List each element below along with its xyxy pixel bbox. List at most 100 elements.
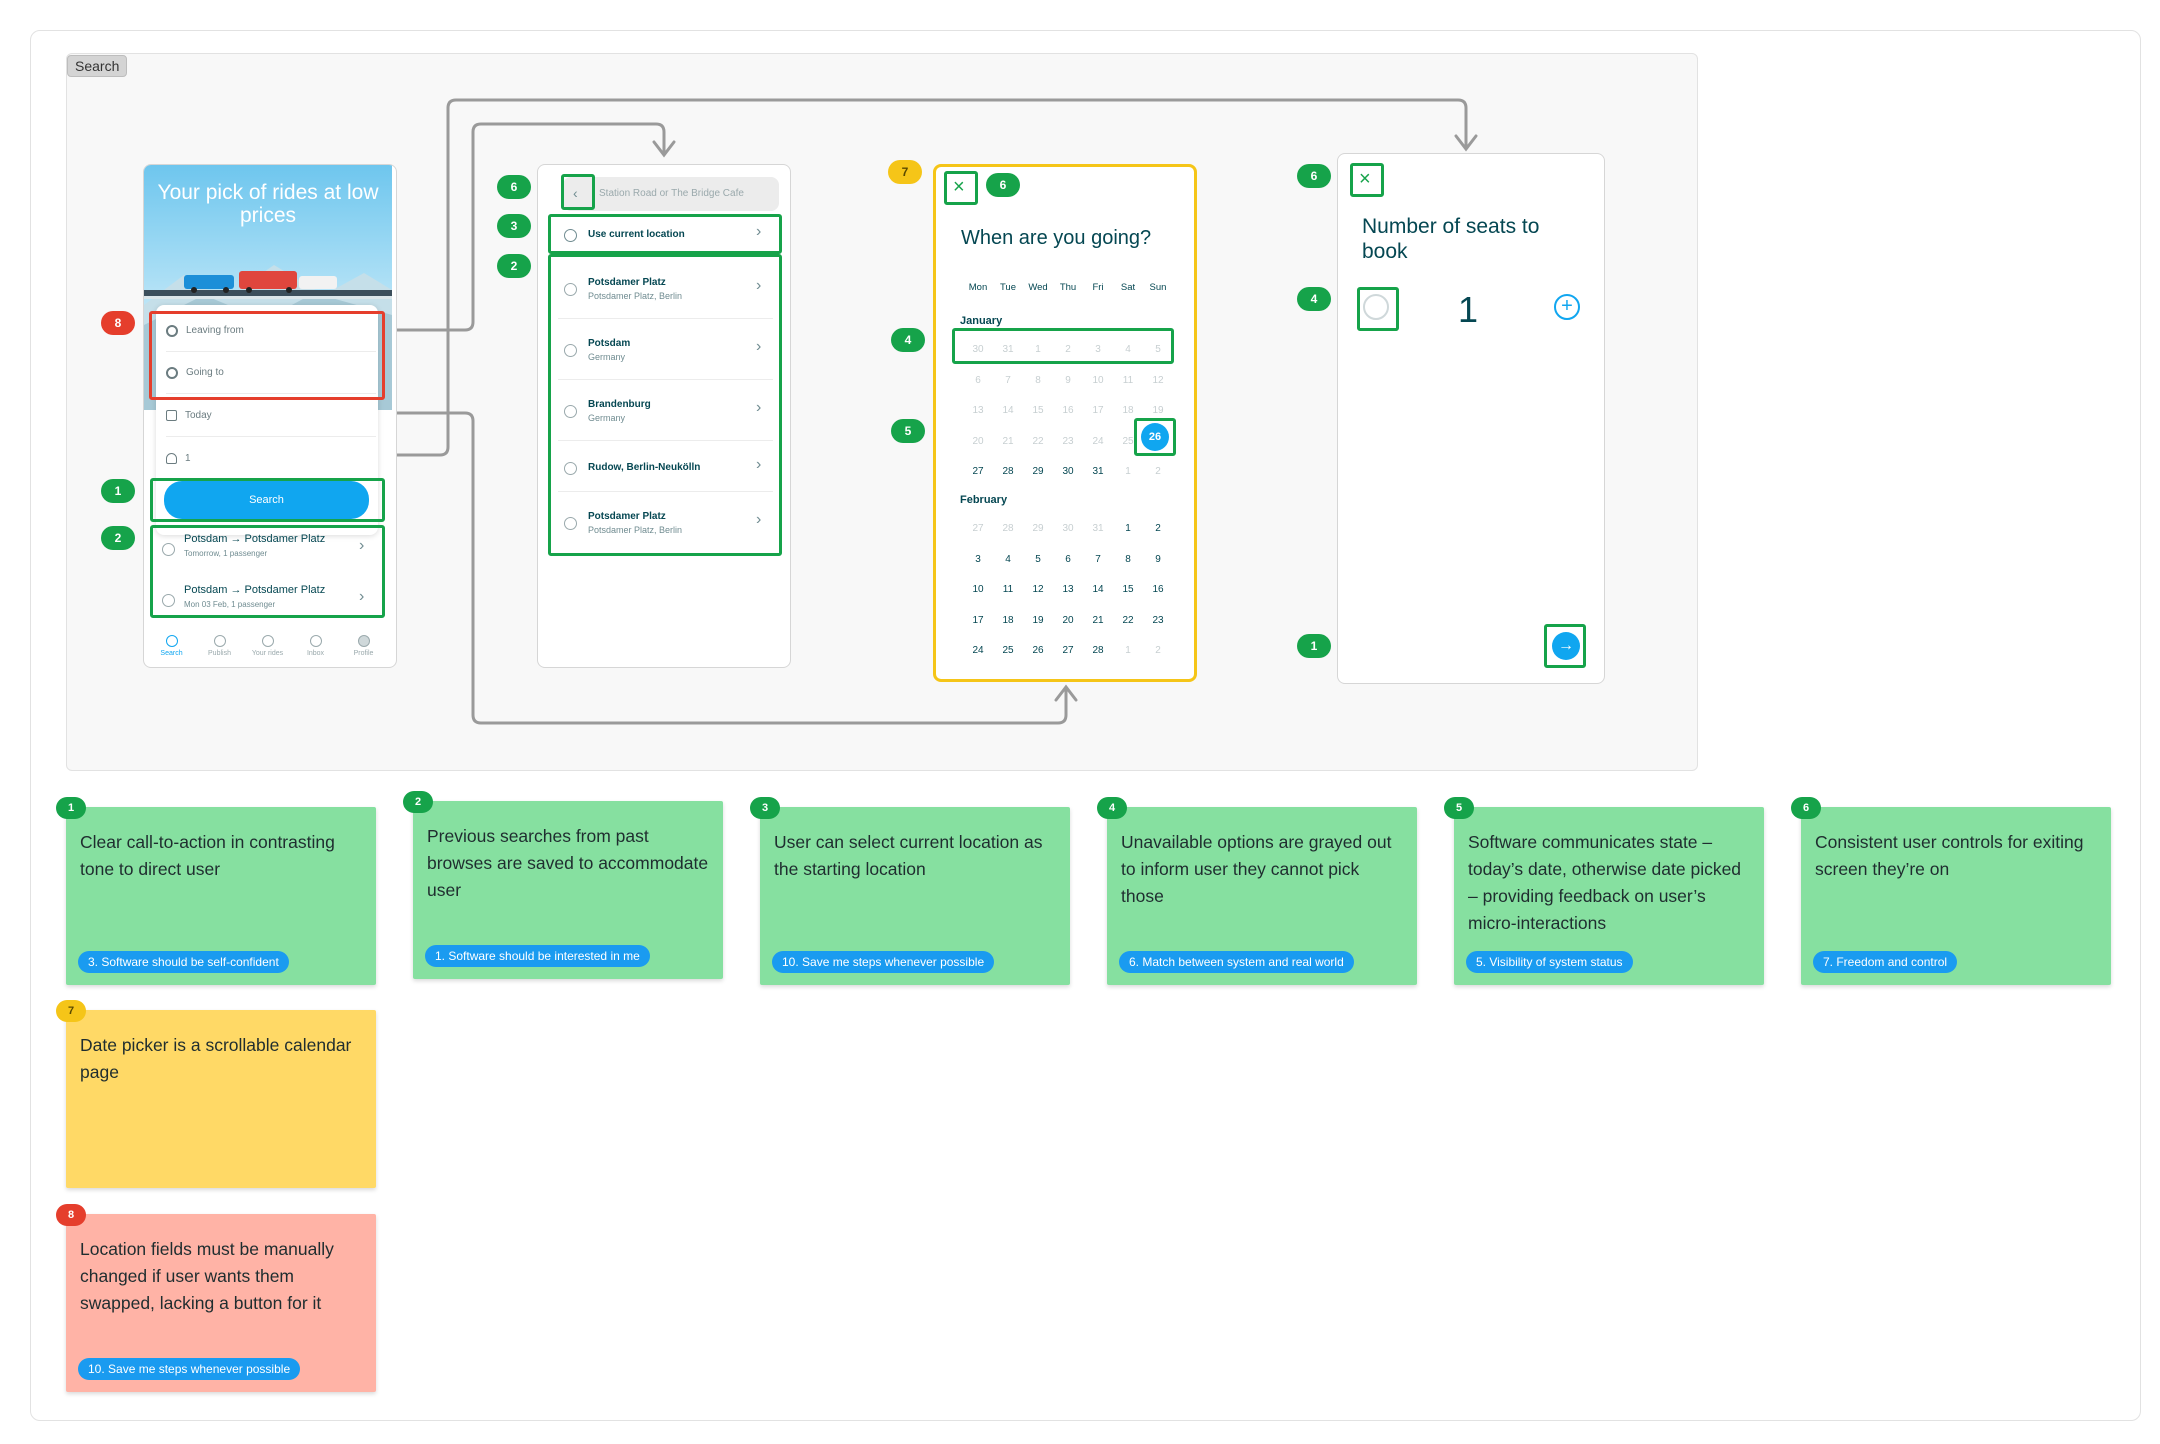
location-detail: Potsdamer Platz, Berlin: [588, 525, 683, 535]
nav-publish[interactable]: Publish: [197, 635, 242, 657]
nav-profile[interactable]: Profile: [341, 635, 386, 657]
location-search-placeholder: Station Road or The Bridge Cafe: [599, 188, 744, 199]
leaving-from-field[interactable]: Leaving from: [166, 310, 376, 352]
calendar-day: 23: [1062, 435, 1074, 447]
calendar-day: 22: [1032, 435, 1044, 447]
decrement-highlight: [1357, 287, 1399, 331]
calendar-day[interactable]: 2: [1155, 523, 1161, 534]
calendar-day[interactable]: 11: [1002, 584, 1014, 595]
calendar-day: 30: [1062, 523, 1074, 534]
clock-icon: [564, 344, 577, 357]
note-number-badge: 8: [56, 1204, 86, 1226]
calendar-day[interactable]: 26: [1032, 645, 1044, 656]
calendar-day[interactable]: 25: [1002, 645, 1014, 656]
month-label-february: February: [960, 494, 1008, 506]
calendar-day[interactable]: 18: [1002, 614, 1014, 626]
origin-circle-icon: [166, 324, 178, 337]
selected-day[interactable]: 26: [1141, 423, 1169, 451]
calendar-day[interactable]: 28: [1002, 466, 1014, 477]
recent-detail: Tomorrow, 1 passenger: [184, 549, 268, 558]
calendar-day[interactable]: 15: [1122, 584, 1134, 595]
calendar-day[interactable]: 14: [1092, 584, 1104, 595]
nav-your-rides[interactable]: Your rides: [245, 635, 290, 657]
search-button[interactable]: Search: [164, 481, 369, 519]
location-item-5[interactable]: Potsdamer Platz Potsdamer Platz, Berlin …: [558, 493, 773, 553]
calendar-day[interactable]: 30: [1062, 466, 1074, 477]
date-value: Today: [185, 410, 212, 421]
calendar-day[interactable]: 27: [1062, 645, 1074, 656]
recent-detail: Mon 03 Feb, 1 passenger: [184, 600, 276, 609]
location-item-3[interactable]: Brandenburg Germany ›: [558, 381, 773, 441]
seat-count: 1: [1458, 289, 1479, 330]
calendar-day[interactable]: 6: [1065, 553, 1071, 565]
calendar-day[interactable]: 29: [1032, 466, 1044, 477]
calendar-day[interactable]: 17: [972, 614, 984, 626]
calendar-day[interactable]: 16: [1152, 584, 1164, 595]
calendar-day: 21: [1002, 435, 1014, 447]
calendar-day[interactable]: 1: [1125, 523, 1131, 534]
back-chevron-icon[interactable]: ‹: [573, 185, 578, 201]
nav-inbox[interactable]: Inbox: [293, 635, 338, 657]
recent-search-2[interactable]: Potsdam → Potsdamer Platz Mon 03 Feb, 1 …: [154, 578, 379, 628]
location-item-1[interactable]: Potsdamer Platz Potsdamer Platz, Berlin …: [558, 259, 773, 319]
calendar-day: 17: [1092, 405, 1104, 416]
recent-search-1[interactable]: Potsdam → Potsdamer Platz Tomorrow, 1 pa…: [154, 527, 379, 577]
passengers-field[interactable]: 1: [166, 437, 376, 479]
calendar-day[interactable]: 12: [1032, 584, 1044, 595]
section-label[interactable]: Search: [67, 55, 128, 77]
search-icon: [165, 635, 178, 647]
calendar-day[interactable]: 13: [1062, 584, 1074, 595]
leaving-from-placeholder: Leaving from: [186, 325, 244, 336]
close-icon[interactable]: ×: [1359, 168, 1371, 190]
date-field[interactable]: Today: [166, 395, 376, 437]
arrowhead-locations: [652, 140, 676, 158]
calendar-day[interactable]: 7: [1095, 553, 1101, 565]
calendar-day[interactable]: 27: [972, 466, 984, 477]
calendar-day[interactable]: 4: [1005, 553, 1011, 565]
close-icon[interactable]: ×: [953, 176, 965, 198]
location-item-4[interactable]: Rudow, Berlin-Neukölln ›: [558, 442, 773, 492]
calendar-day[interactable]: 24: [972, 645, 984, 656]
calendar-day: 28: [1002, 523, 1014, 534]
calendar-day: 3: [1095, 344, 1101, 355]
calendar-day[interactable]: 23: [1152, 614, 1164, 626]
location-item-2[interactable]: Potsdam Germany ›: [558, 320, 773, 380]
clock-icon: [162, 543, 175, 556]
chevron-right-icon: ›: [756, 277, 762, 294]
calendar-day[interactable]: 20: [1062, 614, 1074, 626]
calendar-day[interactable]: 31: [1092, 466, 1104, 477]
calendar-day[interactable]: 3: [975, 553, 981, 565]
chevron-right-icon: ›: [359, 537, 365, 554]
heuristic-tag: 5. Visibility of system status: [1466, 951, 1633, 973]
calendar-day[interactable]: 10: [972, 584, 984, 595]
calendar-day[interactable]: 22: [1122, 614, 1134, 626]
going-to-field[interactable]: Going to: [166, 352, 376, 394]
weekday-label: Tue: [999, 282, 1017, 293]
nav-search[interactable]: Search: [149, 635, 194, 657]
use-current-location[interactable]: Use current location ›: [558, 217, 773, 253]
profile-icon: [357, 635, 370, 647]
calendar-day[interactable]: 9: [1155, 553, 1161, 565]
calendar-day: 7: [1005, 374, 1011, 386]
calendar-day[interactable]: 28: [1092, 645, 1104, 656]
calendar-day[interactable]: 5: [1035, 553, 1041, 565]
calendar-day[interactable]: 8: [1125, 553, 1131, 565]
calendar-day: 8: [1035, 374, 1041, 386]
calendar-day[interactable]: 19: [1032, 614, 1044, 626]
location-name: Potsdamer Platz: [588, 277, 666, 288]
badge-4: 4: [1297, 287, 1331, 311]
search-button-highlight: [150, 478, 385, 522]
decrement-icon[interactable]: [1363, 294, 1389, 320]
arrow-right-icon[interactable]: →: [1552, 632, 1580, 660]
increment-icon[interactable]: +: [1554, 294, 1580, 320]
location-search-input[interactable]: ‹ Station Road or The Bridge Cafe: [563, 177, 779, 211]
calendar-day[interactable]: 21: [1092, 614, 1104, 626]
